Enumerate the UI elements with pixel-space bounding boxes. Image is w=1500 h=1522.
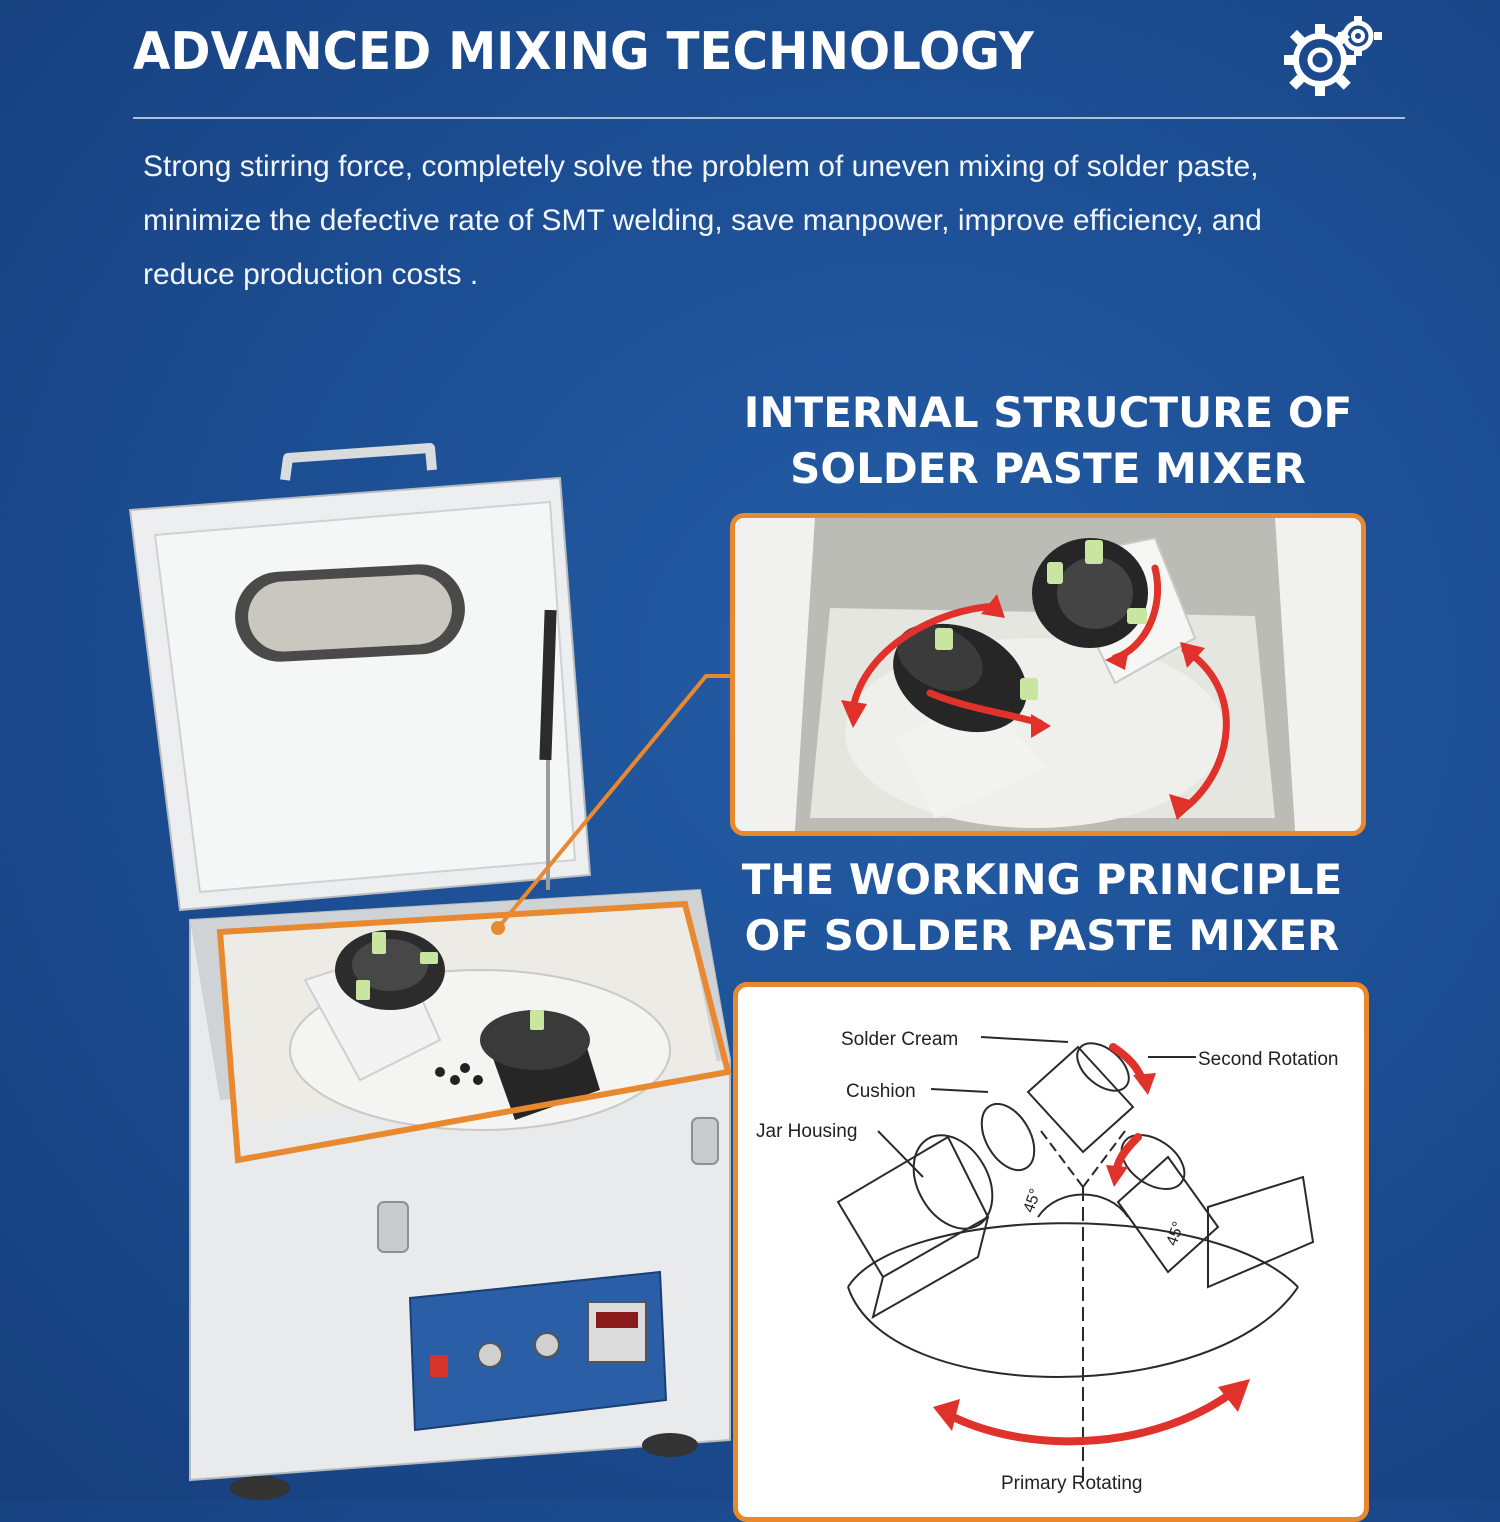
internal-structure-heading: INTERNAL STRUCTURE OF SOLDER PASTE MIXER <box>738 385 1358 497</box>
internal-structure-heading-line2: SOLDER PASTE MIXER <box>790 444 1306 493</box>
label-primary-rotating: Primary Rotating <box>1001 1473 1143 1494</box>
working-principle-diagram: Solder Cream Second Rotation Cushion Jar… <box>733 982 1369 1522</box>
label-cushion: Cushion <box>846 1081 916 1102</box>
header-divider <box>133 117 1405 119</box>
label-second-rotation: Second Rotation <box>1198 1049 1339 1070</box>
working-principle-heading-line2: OF SOLDER PASTE MIXER <box>744 911 1340 960</box>
working-principle-heading: THE WORKING PRINCIPLE OF SOLDER PASTE MI… <box>732 852 1352 964</box>
working-principle-heading-line1: THE WORKING PRINCIPLE <box>741 855 1343 904</box>
label-jar-housing: Jar Housing <box>756 1121 858 1142</box>
solder-paste-mixer-photo <box>60 440 760 1500</box>
gears-icon <box>1280 14 1384 98</box>
page-title: ADVANCED MIXING TECHNOLOGY <box>133 22 1034 82</box>
label-solder-cream: Solder Cream <box>841 1029 959 1050</box>
intro-paragraph: Strong stirring force, completely solve … <box>143 150 1262 291</box>
internal-structure-heading-line1: INTERNAL STRUCTURE OF <box>743 388 1353 437</box>
internal-structure-photo <box>730 513 1366 836</box>
